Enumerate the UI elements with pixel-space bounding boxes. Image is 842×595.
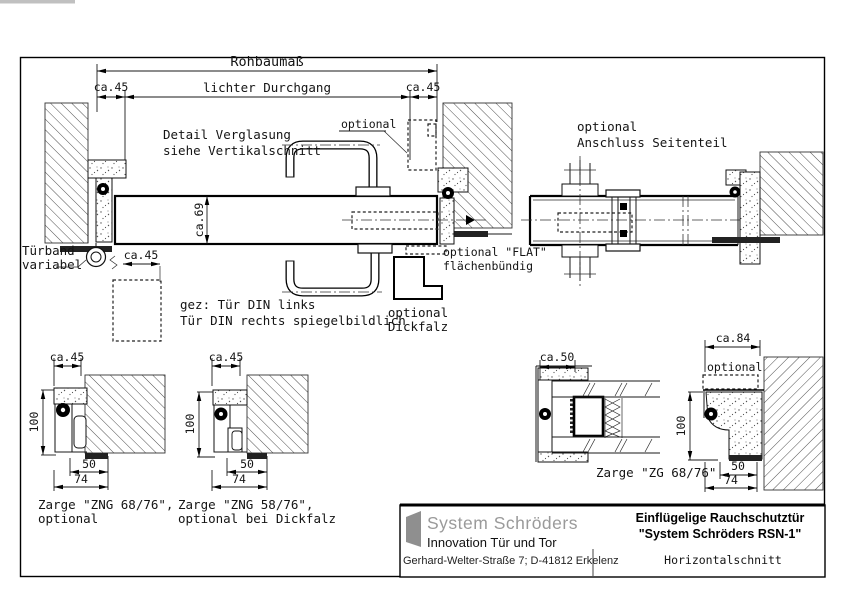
label-tuerband-2: variabel: [22, 257, 82, 272]
door-handle-top: [282, 140, 391, 197]
wall-hatch: [246, 374, 309, 454]
doc-subtitle: Horizontalschnitt: [664, 553, 782, 567]
glazing-block: [572, 395, 605, 438]
dim-ca69: ca.69: [192, 203, 206, 238]
main-section: Rohbaumaß lichter Durchgang ca.45 ca.45 …: [22, 54, 547, 342]
dim-ca50: ca.50: [540, 350, 575, 364]
insulation-zigzag: [604, 398, 623, 438]
left-frame-jamb: [87, 159, 127, 243]
note-verglasung-2: siehe Vertikalschnitt: [163, 143, 321, 158]
tuerband-leader: [56, 259, 87, 268]
dickfalz-profile: [393, 256, 443, 300]
glazing-clamp-joint: [605, 189, 641, 252]
dim-ca45-hinge: ca.45: [124, 248, 159, 262]
optional-label: optional: [707, 360, 762, 374]
title-block: System Schröders Innovation Tür und Tor …: [399, 503, 826, 578]
detail-zg-68-76: ca.50 Zarge "ZG 68/76": [535, 350, 716, 480]
wall-hatch: [763, 356, 824, 491]
dim-74: 74: [232, 472, 246, 486]
left-wall-ledge: [60, 246, 112, 252]
doc-title-2: "System Schröders RSN-1": [639, 527, 802, 541]
note-gez-2: Tür DIN rechts spiegelbildlich: [180, 313, 406, 328]
side-panel-section: optional Anschluss Seitenteil: [521, 119, 824, 288]
side-panel-frame: [725, 169, 761, 265]
note-verglasung-1: Detail Verglasung: [163, 127, 291, 142]
hinge: [85, 243, 107, 268]
side-panel-wall-hatch: [759, 151, 824, 236]
note-dickfalz-1: optional: [388, 305, 448, 320]
dim-ca45-right: ca.45: [406, 80, 441, 94]
dim-100: 100: [27, 412, 41, 433]
panel-lock-dashed: [557, 212, 633, 233]
dim-74: 74: [724, 473, 738, 487]
panel-bands: [552, 380, 660, 454]
detail-zng-58-76: ca.45 100 50 74 Zarge "ZNG 58/76", optio…: [178, 350, 336, 526]
note-dickfalz-2: Dickfalz: [388, 319, 448, 334]
door-handle-bottom: [282, 243, 393, 297]
note-flat-2: flächenbündig: [443, 259, 533, 273]
label-tuerband-1: Türband: [22, 243, 75, 258]
lock-case: [351, 211, 439, 230]
dim-50: 50: [731, 459, 745, 473]
dim-rohbaumass: Rohbaumaß: [230, 54, 303, 70]
note-optional-top: optional: [341, 117, 396, 131]
detail-caption-1: Zarge "ZNG 58/76",: [178, 497, 313, 512]
side-panel-title-2: Anschluss Seitenteil: [577, 135, 728, 150]
window-edge-strip: [0, 0, 75, 4]
detail-optional-84: optional ca.84 100 50 74: [674, 331, 824, 492]
dim-ca84: ca.84: [716, 331, 751, 345]
doc-title-1: Einflügelige Rauchschutztür: [636, 511, 805, 525]
company-name: System Schröders: [427, 513, 578, 533]
detail-caption-2: optional bei Dickfalz: [178, 511, 336, 526]
side-panel-ledge: [712, 237, 780, 243]
flat-option-profile: [405, 245, 447, 255]
main-dimensions: Rohbaumaß lichter Durchgang ca.45 ca.45 …: [94, 54, 441, 282]
company-logo: [406, 511, 421, 547]
dim-50: 50: [82, 457, 96, 471]
company-tagline: Innovation Tür und Tor: [427, 535, 557, 550]
dim-ca45-left: ca.45: [94, 80, 129, 94]
company-address: Gerhard-Welter-Straße 7; D-41812 Erkelen…: [403, 555, 619, 567]
dim-50: 50: [240, 457, 254, 471]
left-wall-hatch: [44, 102, 89, 244]
optional-leader: [383, 130, 408, 154]
optional-extension-dashed: [702, 374, 759, 390]
note-flat-1: optional "FLAT": [443, 245, 547, 259]
dim-100: 100: [183, 414, 197, 435]
optional-extension-profile: [407, 119, 437, 171]
detail-caption-1: Zarge "ZG 68/76": [596, 465, 716, 480]
dim-ca45: ca.45: [50, 350, 85, 364]
dim-ca45: ca.45: [209, 350, 244, 364]
dim-74: 74: [74, 472, 88, 486]
detail-caption-1: Zarge "ZNG 68/76",: [38, 497, 173, 512]
wall-hatch: [84, 374, 166, 454]
dim-100: 100: [674, 416, 688, 437]
side-panel-title-1: optional: [577, 119, 637, 134]
right-frame-jamb: [437, 167, 469, 245]
detail-caption-2: optional: [38, 511, 98, 526]
frame-profile: [705, 391, 763, 460]
door-swing-dashed: [112, 279, 162, 342]
latch-arrow: [466, 215, 475, 225]
dim-lichter-durchgang: lichter Durchgang: [203, 80, 331, 95]
right-wall-ledge: [443, 231, 488, 237]
note-gez-1: gez: Tür DIN links: [180, 297, 315, 312]
detail-zng-68-76: ca.45 100 50 74 Zarge "ZNG 68/76", optio…: [27, 350, 173, 526]
